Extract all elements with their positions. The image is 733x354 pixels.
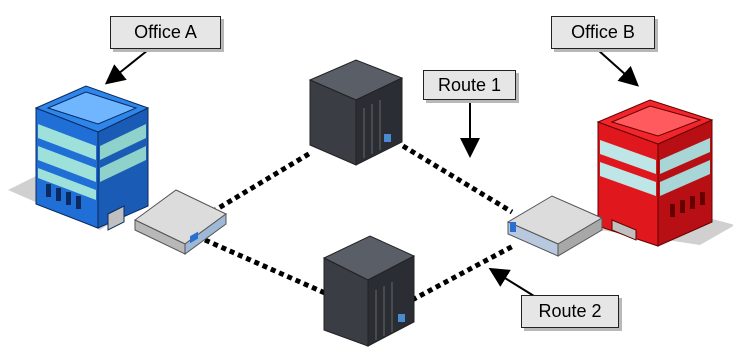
office-building-icon [596, 99, 733, 247]
callout-arrows [104, 49, 639, 297]
router-icon [134, 189, 227, 255]
server-rack-icon [308, 59, 404, 166]
link-router-a-to-server-1 [210, 149, 314, 215]
office-b-label: Office B [551, 16, 655, 49]
link-server-1-to-router-b [401, 143, 514, 215]
server-rack-icon [322, 235, 416, 347]
arrow-office-a [104, 49, 149, 85]
link-server-2-to-router-b [410, 242, 517, 303]
arrow-route-2 [488, 267, 535, 297]
link-router-a-to-server-2 [203, 237, 327, 296]
route-2-label: Route 2 [521, 295, 619, 328]
office-a-label: Office A [110, 16, 221, 49]
router-icon [506, 195, 604, 257]
office-building-icon [8, 85, 150, 231]
route-1-label: Route 1 [423, 70, 516, 100]
network-links [203, 143, 517, 303]
arrow-office-b [597, 49, 639, 87]
